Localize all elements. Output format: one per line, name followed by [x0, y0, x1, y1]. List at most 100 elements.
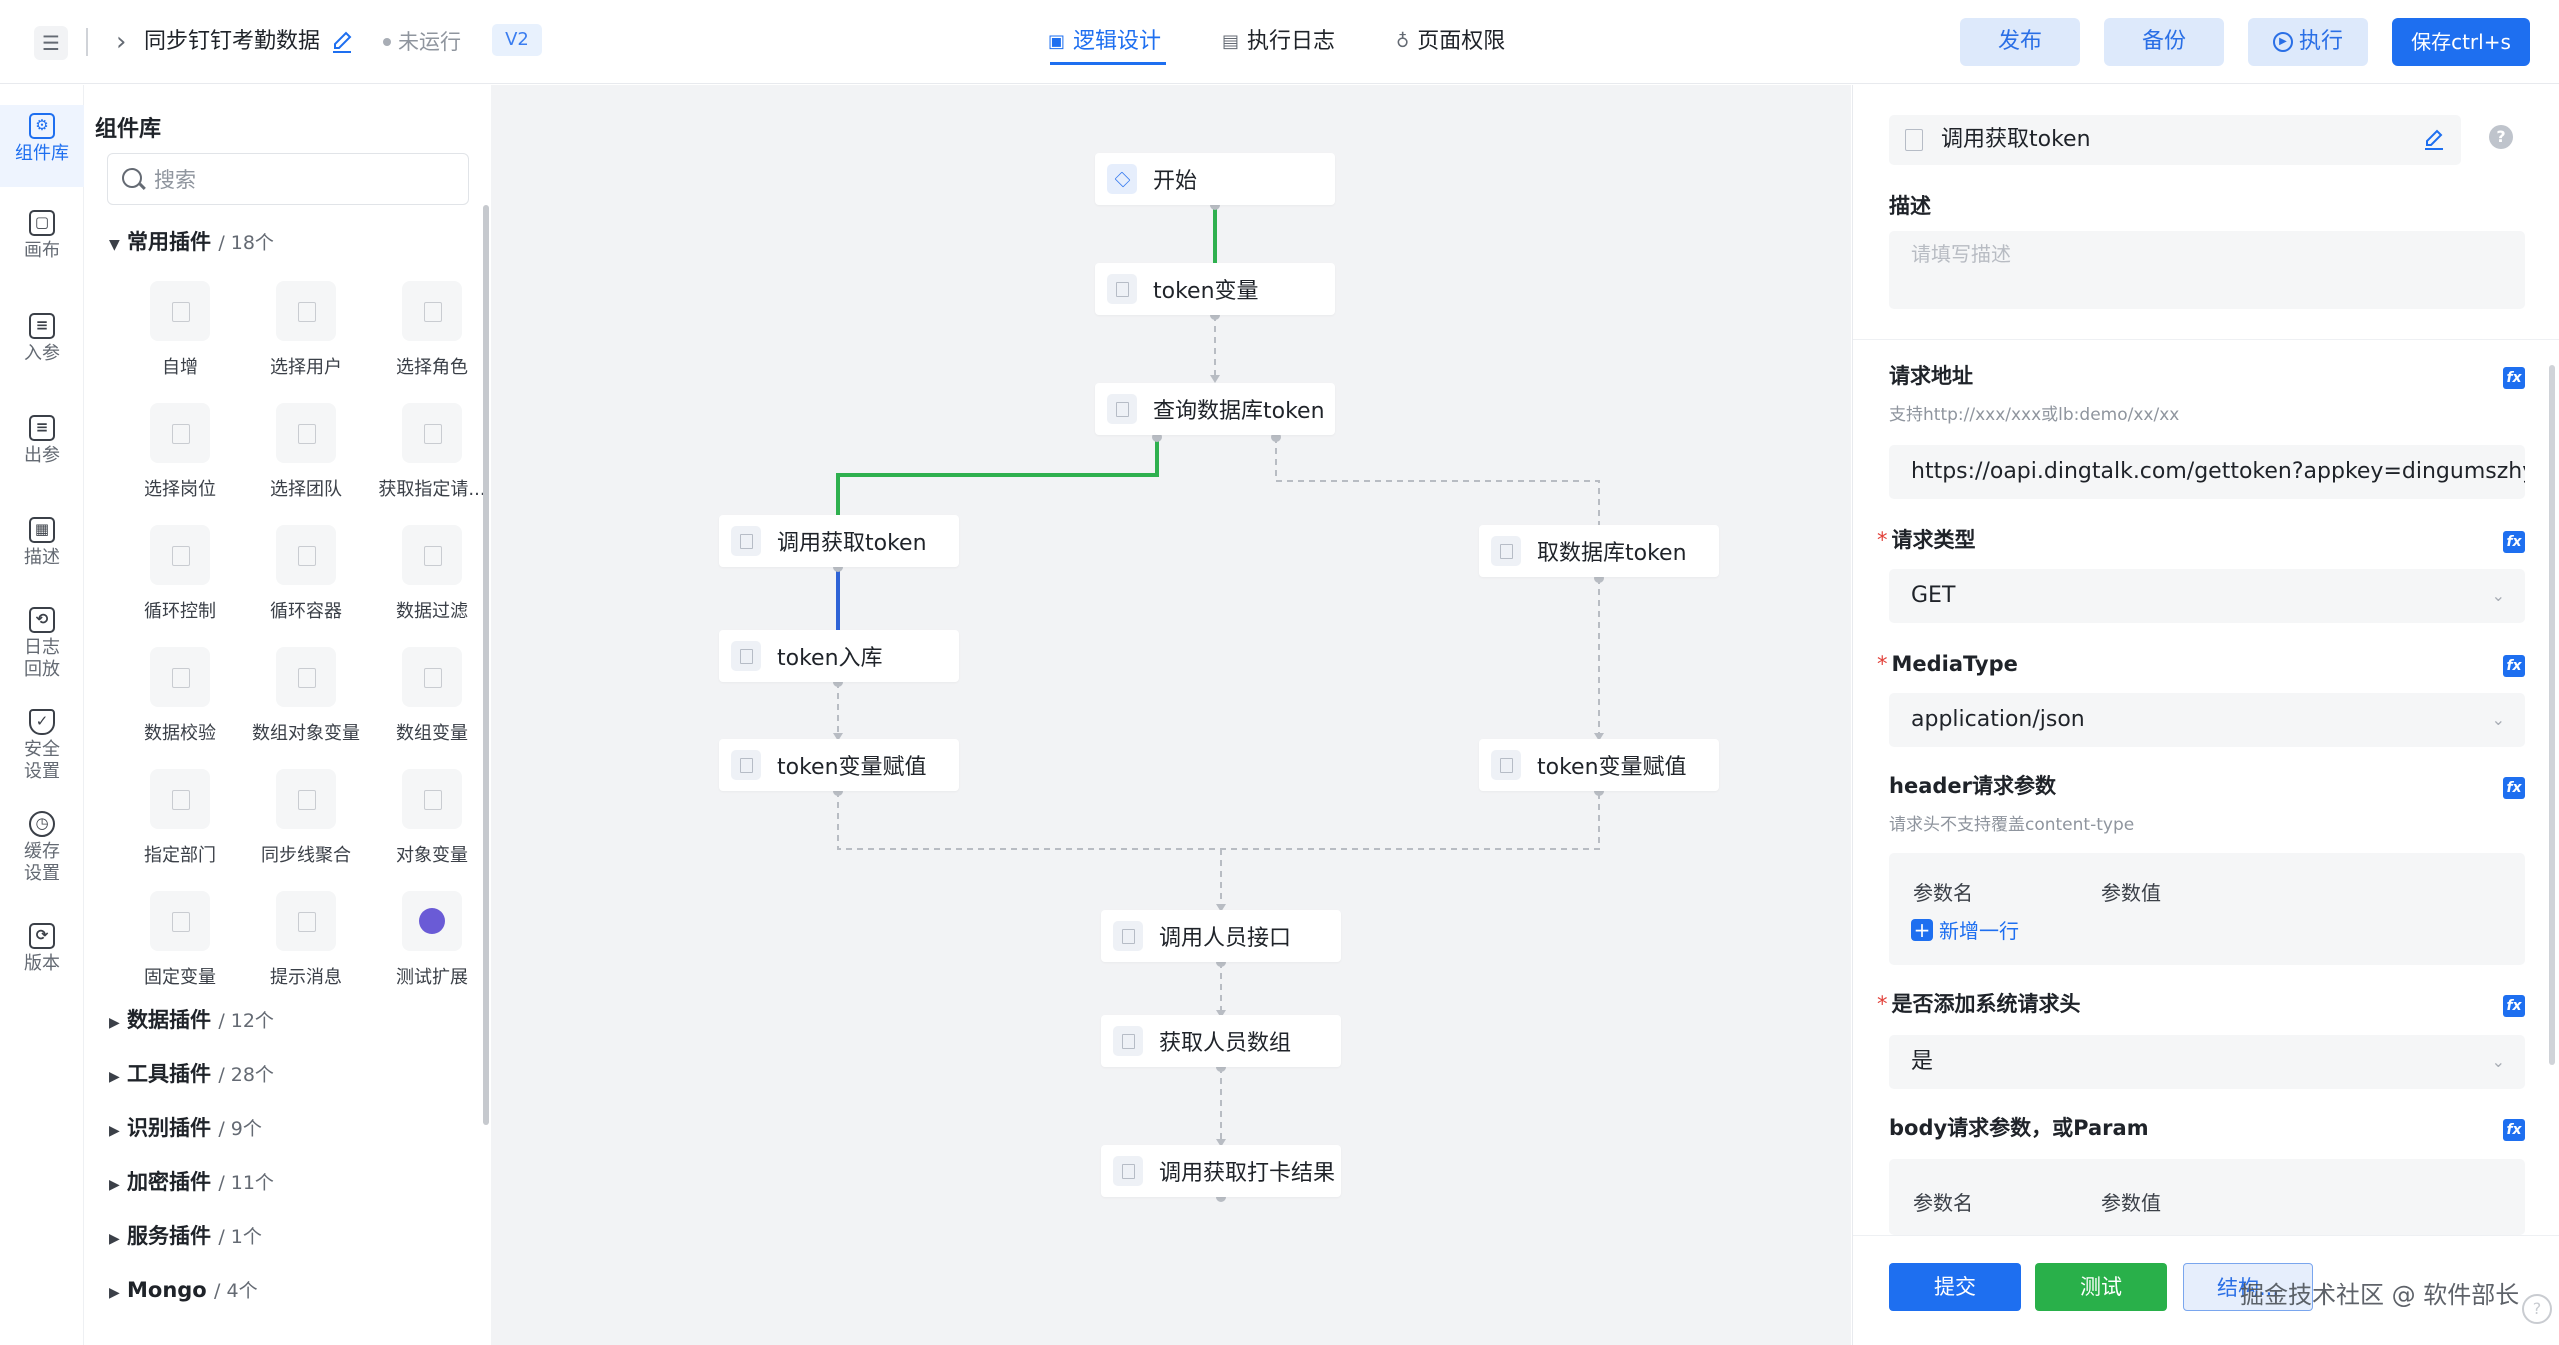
chevron-right-icon[interactable]: › [116, 27, 127, 57]
group-encryption-plugins[interactable]: ▶加密插件 / 11个 [109, 1167, 274, 1200]
component-item[interactable]: 数组变量 [369, 647, 495, 759]
component-item[interactable]: 指定部门 [117, 769, 243, 881]
node-label: token变量 [1153, 279, 1259, 304]
edit-icon[interactable] [2423, 127, 2445, 153]
component-icon [150, 891, 210, 951]
component-item[interactable]: 数据校验 [117, 647, 243, 759]
component-item[interactable]: 对象变量 [369, 769, 495, 881]
flow-node-get-people-array[interactable]: 获取人员数组 [1101, 1015, 1341, 1067]
component-item[interactable]: 提示消息 [243, 891, 369, 1003]
rail-item-components[interactable]: ⚙组件库 [0, 105, 84, 187]
tab-logic-design[interactable]: ▣逻辑设计 [1048, 22, 1161, 62]
component-label: 测试扩展 [396, 967, 468, 988]
rail-item-input-params[interactable]: ≡入参 [0, 313, 84, 365]
caret-down-icon: ▼ [109, 237, 120, 253]
flow-node-token-assign-left[interactable]: token变量赋值 [719, 739, 959, 791]
fx-icon[interactable]: fx [2503, 777, 2525, 799]
edit-icon[interactable] [330, 26, 354, 58]
url-input[interactable]: https://oapi.dingtalk.com/gettoken?appke… [1889, 445, 2525, 499]
tab-label: 执行日志 [1247, 29, 1336, 54]
chevron-down-icon: ⌄ [2491, 586, 2505, 605]
method-select[interactable]: GET ⌄ [1889, 569, 2525, 623]
tab-page-permission[interactable]: ♁页面权限 [1396, 22, 1505, 62]
rail-item-output-params[interactable]: ≡出参 [0, 415, 84, 467]
search-box[interactable] [107, 153, 469, 205]
rail-label: 日志回放 [24, 637, 60, 680]
rail-item-description[interactable]: ▦描述 [0, 517, 84, 569]
publish-button[interactable]: 发布 [1960, 18, 2080, 66]
menu-icon[interactable]: ☰ [34, 26, 68, 60]
component-label: 数据校验 [144, 723, 216, 744]
chevron-down-icon: ⌄ [2491, 1052, 2505, 1071]
method-value: GET [1911, 583, 1956, 608]
component-item[interactable]: 选择角色 [369, 281, 495, 393]
group-recognition-plugins[interactable]: ▶识别插件 / 9个 [109, 1113, 262, 1146]
component-item[interactable]: 固定变量 [117, 891, 243, 1003]
node-name-box[interactable]: 调用获取token [1889, 115, 2461, 165]
flow-node-get-db-token[interactable]: 取数据库token [1479, 525, 1719, 577]
group-tool-plugins[interactable]: ▶工具插件 / 28个 [109, 1059, 274, 1092]
rail-label: 出参 [24, 445, 60, 466]
component-item[interactable]: 选择用户 [243, 281, 369, 393]
help-circle-icon[interactable]: ? [2522, 1294, 2552, 1324]
fx-icon[interactable]: fx [2503, 1119, 2525, 1141]
group-data-plugins[interactable]: ▶数据插件 / 12个 [109, 1005, 274, 1038]
panel-scrollbar[interactable] [2549, 365, 2555, 1065]
backup-button[interactable]: 备份 [2104, 18, 2224, 66]
sys-header-select[interactable]: 是⌄ [1889, 1035, 2525, 1089]
rail-item-canvas[interactable]: ▢画布 [0, 210, 84, 262]
node-label: 调用获取打卡结果 [1159, 1161, 1336, 1186]
desc-textarea[interactable]: 请填写描述 [1889, 231, 2525, 309]
flow-node-call-get-token[interactable]: 调用获取token [719, 515, 959, 567]
component-item[interactable]: 测试扩展 [369, 891, 495, 1003]
flow-node-call-people-api[interactable]: 调用人员接口 [1101, 910, 1341, 962]
node-icon [731, 750, 761, 780]
desc-label: 描述 [1889, 194, 1931, 218]
tab-execution-log[interactable]: ▤ 执行日志 [1222, 22, 1335, 62]
log-icon: ▤ [1222, 31, 1240, 52]
palette-scrollbar[interactable] [483, 205, 489, 1125]
test-button[interactable]: 测试 [2035, 1263, 2167, 1311]
help-icon[interactable]: ? [2489, 125, 2513, 149]
add-row-button[interactable]: +新增一行 [1911, 915, 2019, 944]
group-common-plugins[interactable]: ▼常用插件 / 18个 [109, 227, 274, 260]
component-item[interactable]: 数据过滤 [369, 525, 495, 637]
media-type-select[interactable]: application/json⌄ [1889, 693, 2525, 747]
component-item[interactable]: 选择团队 [243, 403, 369, 515]
group-mongo[interactable]: ▶Mongo / 4个 [109, 1275, 258, 1308]
execute-button[interactable]: ▶执行 [2248, 18, 2368, 66]
flow-canvas[interactable]: 开始 token变量 查询数据库token 调用获取token 取数据库toke… [491, 85, 1851, 1345]
group-count: / 9个 [218, 1118, 262, 1140]
flow-node-token-assign-right[interactable]: token变量赋值 [1479, 739, 1719, 791]
component-item[interactable]: 同步线聚合 [243, 769, 369, 881]
group-service-plugins[interactable]: ▶服务插件 / 1个 [109, 1221, 262, 1254]
param-name-header: 参数名 [1913, 881, 1973, 905]
fx-icon[interactable]: fx [2503, 531, 2525, 553]
sys-header-label-text: 是否添加系统请求头 [1891, 992, 2081, 1016]
rail-item-security[interactable]: ✓安全设置 [0, 709, 84, 783]
component-item[interactable]: 选择岗位 [117, 403, 243, 515]
flow-node-call-get-punch[interactable]: 调用获取打卡结果 [1101, 1145, 1341, 1197]
search-input[interactable] [154, 162, 454, 198]
flow-node-token-var[interactable]: token变量 [1095, 263, 1335, 315]
structure-button[interactable]: 结构... [2183, 1263, 2313, 1311]
node-icon [1113, 1026, 1143, 1056]
rail-item-version[interactable]: ⟳版本 [0, 923, 84, 975]
submit-button[interactable]: 提交 [1889, 1263, 2021, 1311]
fx-icon[interactable]: fx [2503, 655, 2525, 677]
component-item[interactable]: 自增 [117, 281, 243, 393]
rail-item-log-replay[interactable]: ⟲日志回放 [0, 607, 84, 681]
fx-icon[interactable]: fx [2503, 995, 2525, 1017]
component-item[interactable]: 循环控制 [117, 525, 243, 637]
component-item[interactable]: 数组对象变量 [243, 647, 369, 759]
fx-icon[interactable]: fx [2503, 367, 2525, 389]
flow-node-query-db-token[interactable]: 查询数据库token [1095, 383, 1335, 435]
rail-item-cache[interactable]: ◷缓存设置 [0, 811, 84, 885]
active-tab-indicator [1050, 62, 1166, 65]
flow-node-start[interactable]: 开始 [1095, 153, 1335, 205]
flow-node-token-store[interactable]: token入库 [719, 630, 959, 682]
component-label: 循环控制 [144, 601, 216, 622]
save-button[interactable]: 保存ctrl+s [2392, 18, 2530, 66]
component-item[interactable]: 获取指定请... [369, 403, 495, 515]
component-item[interactable]: 循环容器 [243, 525, 369, 637]
